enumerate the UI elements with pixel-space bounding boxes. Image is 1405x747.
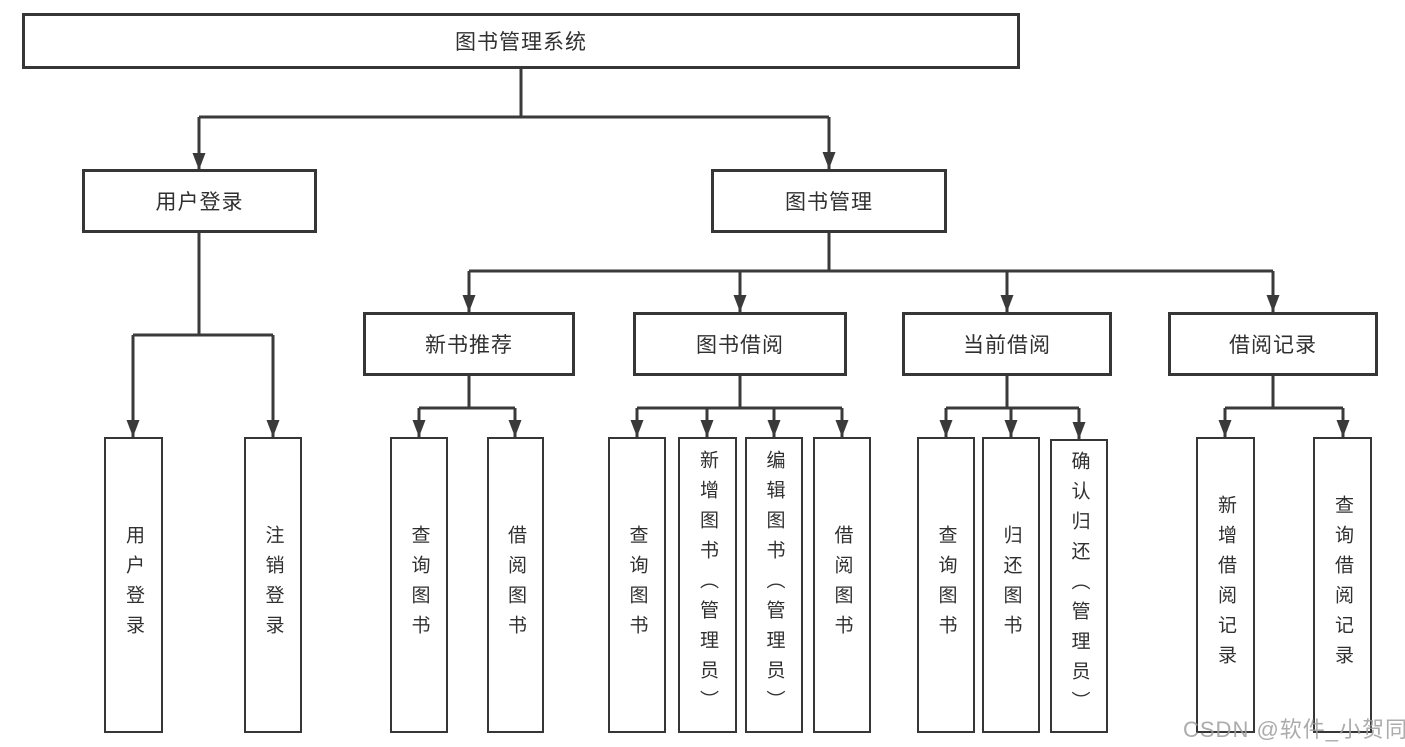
leaf-logout-label: 注销登录 [262,525,284,645]
leaf-return-book: 归还图书 [982,437,1040,733]
leaf-return-book-label: 归还图书 [1000,525,1022,645]
leaf-query-books-borrow: 查询图书 [608,437,666,733]
leaf-query-books-current: 查询图书 [917,437,975,733]
leaf-confirm-return-admin: 确认归还（管理员） [1050,439,1108,733]
node-current-borrow: 当前借阅 [902,312,1112,376]
leaf-borrow-books-recommend-label: 借阅图书 [505,525,526,645]
leaf-query-books-recommend: 查询图书 [390,437,448,733]
leaf-borrow-books-recommend: 借阅图书 [487,437,544,733]
leaf-query-books-current-label: 查询图书 [935,525,957,645]
leaf-query-books-recommend-label: 查询图书 [408,525,430,645]
leaf-logout: 注销登录 [244,437,302,733]
leaf-query-borrow-record-label: 查询借阅记录 [1332,495,1353,675]
node-library-management-system: 图书管理系统 [22,13,1020,69]
node-user-login: 用户登录 [82,169,317,233]
leaf-user-login-label: 用户登录 [123,525,144,645]
leaf-confirm-return-admin-label: 确认归还（管理员） [1068,451,1090,721]
leaf-edit-book-admin: 编辑图书（管理员） [745,437,803,733]
node-book-management: 图书管理 [711,169,947,233]
node-new-book-recommend: 新书推荐 [363,312,575,376]
leaf-borrow-books-label: 借阅图书 [831,525,853,645]
leaf-query-books-borrow-label: 查询图书 [626,525,648,645]
leaf-edit-book-admin-label: 编辑图书（管理员） [763,450,785,720]
leaf-add-book-admin: 新增图书（管理员） [678,437,737,733]
node-book-borrow: 图书借阅 [633,312,847,376]
watermark: CSDN @软件_小贺同学 [1183,717,1405,742]
leaf-add-book-admin-label: 新增图书（管理员） [697,450,718,720]
leaf-borrow-books: 借阅图书 [813,437,871,733]
leaf-query-borrow-record: 查询借阅记录 [1313,437,1372,733]
node-borrow-records: 借阅记录 [1168,312,1378,376]
leaf-add-borrow-record-label: 新增借阅记录 [1215,495,1236,675]
leaf-user-login: 用户登录 [104,437,163,733]
leaf-add-borrow-record: 新增借阅记录 [1196,437,1255,733]
